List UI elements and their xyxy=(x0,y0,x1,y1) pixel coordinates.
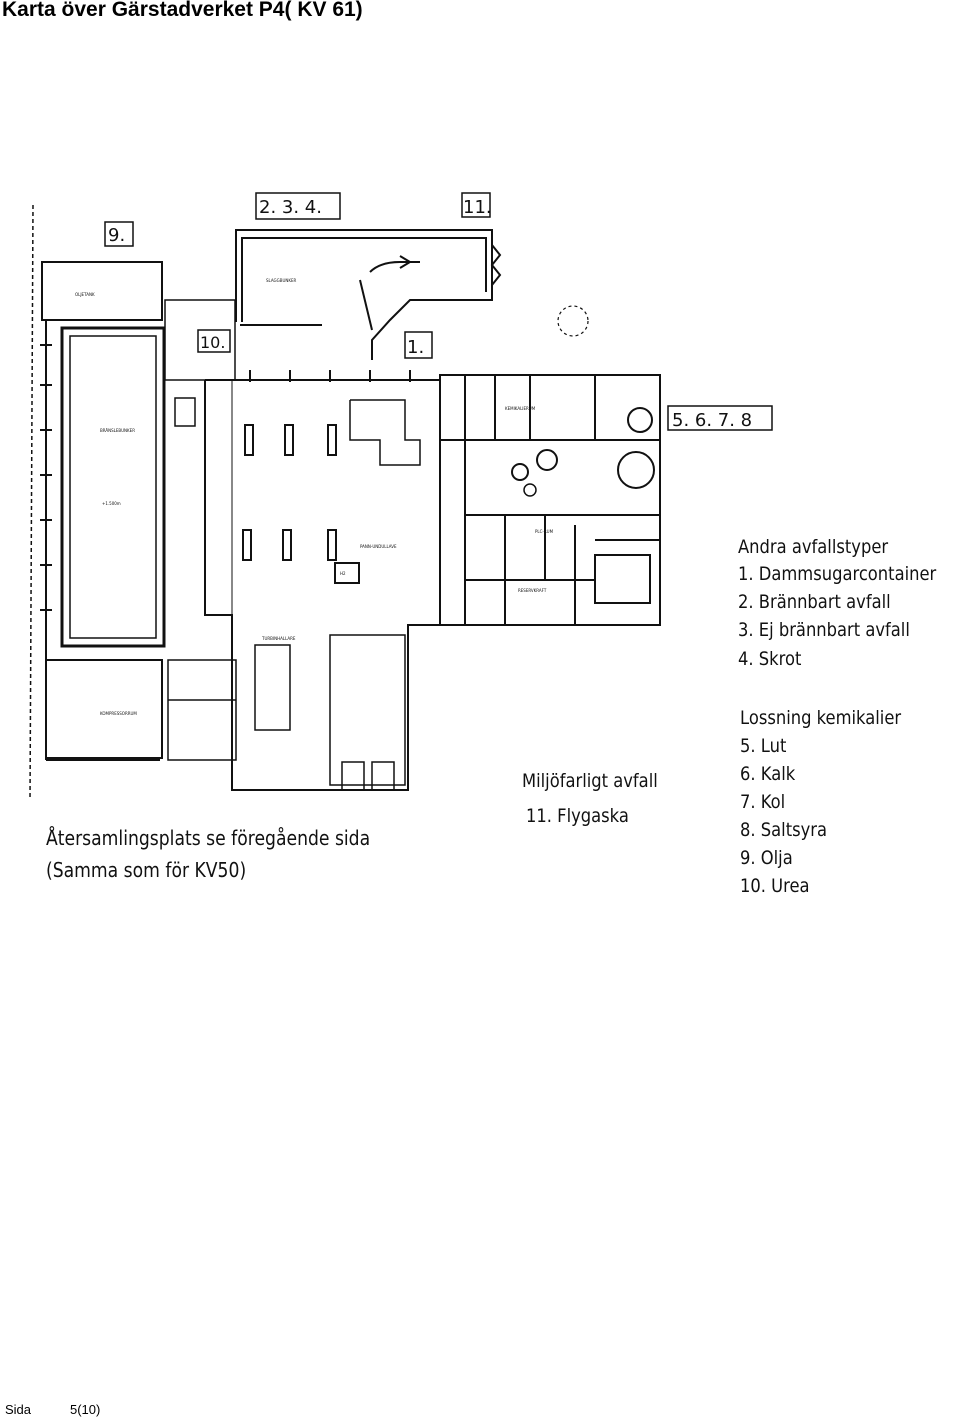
svg-text:RESERVKRAFT: RESERVKRAFT xyxy=(518,588,547,593)
legend-other-item: 2. Brännbart avfall xyxy=(738,591,891,613)
svg-text:KOMPRESSORRUM: KOMPRESSORRUM xyxy=(100,711,137,716)
svg-text:PLC-RUM: PLC-RUM xyxy=(535,529,554,534)
map-label-11: 11. xyxy=(463,197,492,218)
legend-other-item: 3. Ej brännbart avfall xyxy=(738,619,910,641)
legend-chem-heading: Lossning kemikalier xyxy=(740,707,902,729)
map-label-5-6-7-8: 5. 6. 7. 8 xyxy=(672,410,752,431)
legend-chem-item: 8. Saltsyra xyxy=(740,819,828,841)
svg-text:OLJETANK: OLJETANK xyxy=(75,292,95,297)
svg-text:BRÄNSLEBUNKER: BRÄNSLEBUNKER xyxy=(100,428,135,433)
legend-other-heading: Andra avfallstyper xyxy=(738,536,889,558)
legend-chem-item: 6. Kalk xyxy=(740,763,796,785)
legend-chem-item: 9. Olja xyxy=(740,847,793,869)
legend-chem-item: 7. Kol xyxy=(740,791,786,813)
legend-hazardous-item: 11. Flygaska xyxy=(526,805,629,827)
map-label-9: 9. xyxy=(108,225,125,246)
svg-text:KEMIKALIERUM: KEMIKALIERUM xyxy=(505,406,536,411)
page-title: Karta över Gärstadverket P4( KV 61) xyxy=(2,0,363,21)
svg-text:H2: H2 xyxy=(340,571,346,576)
legend-other-item: 1. Dammsugarcontainer xyxy=(738,563,937,585)
svg-text:TURBINHALLARE: TURBINHALLARE xyxy=(261,636,296,641)
map-label-1: 1. xyxy=(407,337,424,358)
svg-text:PANN-UNDULLAVE: PANN-UNDULLAVE xyxy=(360,544,397,549)
svg-text:+1.500m: +1.500m xyxy=(102,501,121,506)
map-label-10: 10. xyxy=(200,333,225,352)
legend-hazardous-heading: Miljöfarligt avfall xyxy=(522,770,658,792)
assembly-point-note: Återsamlingsplats se föregående sida xyxy=(46,826,371,850)
map-label-2-3-4: 2. 3. 4. xyxy=(259,197,322,218)
svg-text:SLAGGBUNKER: SLAGGBUNKER xyxy=(266,278,297,283)
footer-label: Sida xyxy=(5,1402,32,1417)
legend-other-item: 4. Skrot xyxy=(738,648,802,670)
legend-chem-item: 5. Lut xyxy=(740,735,787,757)
assembly-point-note-sub: (Samma som för KV50) xyxy=(46,858,247,882)
footer-page-number: 5(10) xyxy=(70,1402,101,1417)
legend-chem-item: 10. Urea xyxy=(740,875,810,897)
